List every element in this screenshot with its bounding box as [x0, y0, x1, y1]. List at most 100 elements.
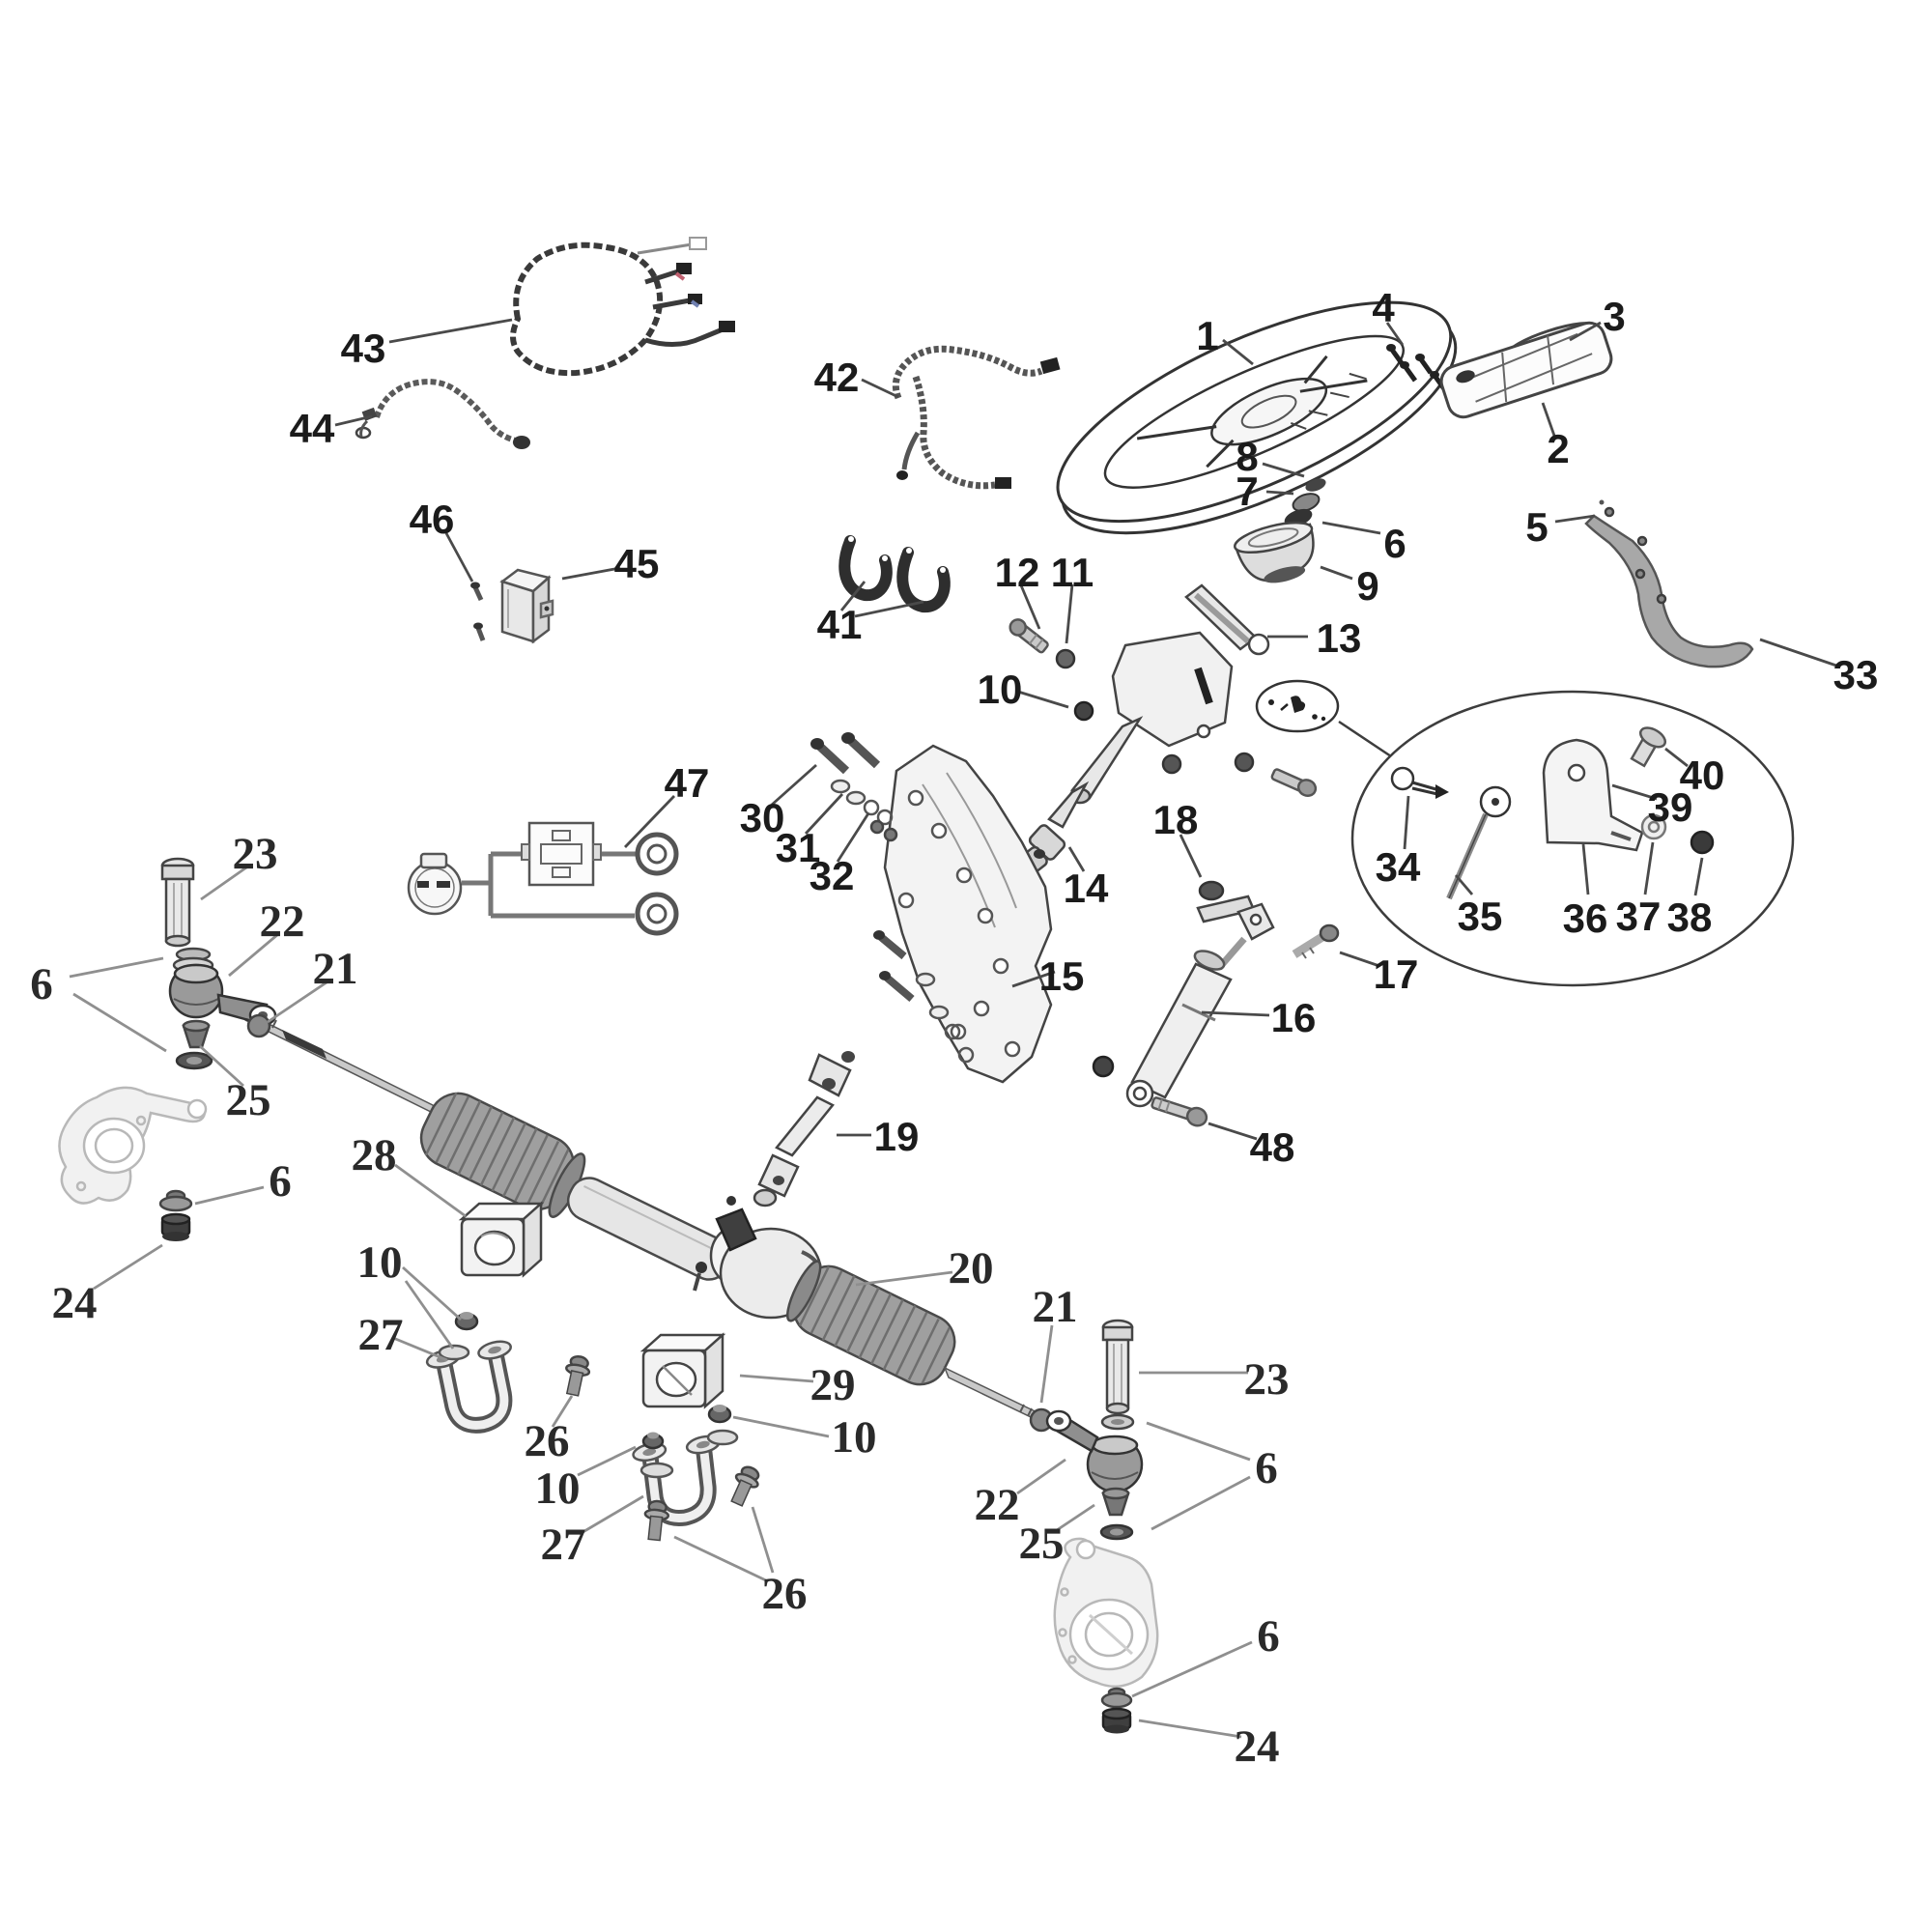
part-label-1: 1: [1196, 313, 1218, 358]
part-label-11: 11: [1051, 550, 1094, 595]
stud-right: [1100, 1687, 1133, 1734]
pivot-bolt: [1292, 923, 1340, 959]
part-label-6: 6: [1383, 521, 1406, 566]
part-label-26: 26: [525, 1416, 570, 1466]
part-label-44: 44: [290, 406, 335, 451]
loose-hardware: [841, 930, 975, 1064]
leader-lines: [69, 318, 1840, 1739]
rack-and-pinion: [240, 1008, 1055, 1430]
leader-line: [673, 1535, 769, 1583]
part-label-34: 34: [1376, 844, 1421, 890]
column-hardware: [1009, 618, 1318, 798]
leader-line: [854, 600, 924, 618]
detail-marker: [1255, 679, 1401, 764]
part-label-27: 27: [358, 1310, 404, 1360]
leader-line: [751, 1506, 775, 1574]
stud-left: [158, 1189, 193, 1241]
knuckle-right: [1053, 1537, 1159, 1689]
part-label-27: 27: [541, 1520, 586, 1570]
part-label-35: 35: [1458, 894, 1503, 939]
leader-line: [1222, 338, 1254, 366]
part-label-13: 13: [1317, 615, 1362, 661]
part-label-4: 4: [1372, 285, 1395, 330]
leader-line: [561, 566, 621, 581]
leader-line: [861, 378, 899, 399]
lower-shaft: [753, 1053, 852, 1208]
part-label-10: 10: [978, 667, 1023, 712]
leader-line: [1208, 1122, 1258, 1141]
leader-line: [1039, 1324, 1054, 1404]
leader-line: [334, 414, 373, 427]
leader-line: [804, 793, 844, 835]
leader-line: [444, 532, 474, 582]
part-label-22: 22: [975, 1480, 1020, 1530]
leader-line: [1019, 584, 1041, 630]
part-label-6: 6: [1255, 1443, 1278, 1493]
fasteners-left-bracket: [438, 1312, 591, 1397]
part-label-10: 10: [357, 1237, 403, 1288]
part-label-33: 33: [1833, 652, 1879, 697]
mount-screws: [470, 582, 486, 641]
controller-box: [499, 568, 554, 644]
leader-line: [1581, 843, 1590, 895]
leader-line: [1693, 857, 1704, 896]
part-label-8: 8: [1236, 434, 1258, 479]
part-label-42: 42: [814, 355, 860, 400]
leader-line: [1554, 514, 1596, 524]
leader-line: [404, 1280, 455, 1350]
leader-line: [1339, 951, 1380, 968]
part-label-6: 6: [269, 1156, 292, 1207]
leader-line: [1016, 1458, 1066, 1495]
part-label-15: 15: [1039, 953, 1085, 999]
leader-line: [200, 864, 250, 901]
part-label-23: 23: [1244, 1354, 1290, 1405]
leader-line: [72, 992, 167, 1053]
horn-pad: [1439, 321, 1613, 419]
sensor-cable: [355, 379, 530, 449]
washer-37: [1640, 813, 1667, 840]
leader-line: [1138, 1719, 1242, 1739]
part-label-3: 3: [1603, 294, 1625, 339]
washer-stack: [1284, 478, 1326, 527]
leader-line: [402, 1265, 462, 1321]
lock-pin: [1446, 785, 1512, 900]
part-label-22: 22: [260, 896, 305, 947]
leader-line: [1201, 1010, 1270, 1017]
part-label-45: 45: [614, 541, 660, 586]
part-label-36: 36: [1563, 895, 1608, 941]
part-label-9: 9: [1356, 563, 1378, 609]
part-label-16: 16: [1271, 995, 1317, 1040]
leader-line: [1320, 565, 1353, 581]
part-label-26: 26: [762, 1569, 808, 1619]
part-label-17: 17: [1374, 952, 1419, 997]
part-label-39: 39: [1648, 784, 1693, 830]
tie-rod-left: [160, 857, 277, 1070]
leader-line: [394, 1163, 467, 1218]
leader-line: [1611, 783, 1658, 801]
part-label-10: 10: [832, 1412, 877, 1463]
u-clips: [838, 535, 951, 613]
leader-line: [392, 1336, 448, 1362]
leader-line: [69, 956, 164, 979]
leader-line: [1262, 462, 1305, 478]
wiring-harness: [510, 237, 735, 377]
leader-line: [1067, 846, 1086, 872]
leader-line: [771, 763, 817, 807]
leader-line: [1179, 834, 1203, 878]
leader-line: [579, 1494, 644, 1536]
damper-nut: [1092, 1055, 1115, 1078]
part-label-12: 12: [995, 550, 1040, 595]
knuckle-left: [58, 1086, 208, 1205]
leader-line: [855, 1270, 953, 1287]
steering-damper: [1125, 902, 1275, 1108]
part-label-24: 24: [52, 1278, 98, 1328]
part-label-41: 41: [817, 602, 863, 647]
part-label-23: 23: [233, 829, 278, 879]
column-harness: [892, 345, 1061, 490]
part-label-28: 28: [352, 1130, 397, 1180]
part-label-24: 24: [1235, 1721, 1280, 1772]
leader-line: [1065, 583, 1074, 644]
cotter-pin: [1390, 766, 1449, 799]
bushing-29: [639, 1332, 726, 1409]
part-label-31: 31: [776, 825, 821, 870]
